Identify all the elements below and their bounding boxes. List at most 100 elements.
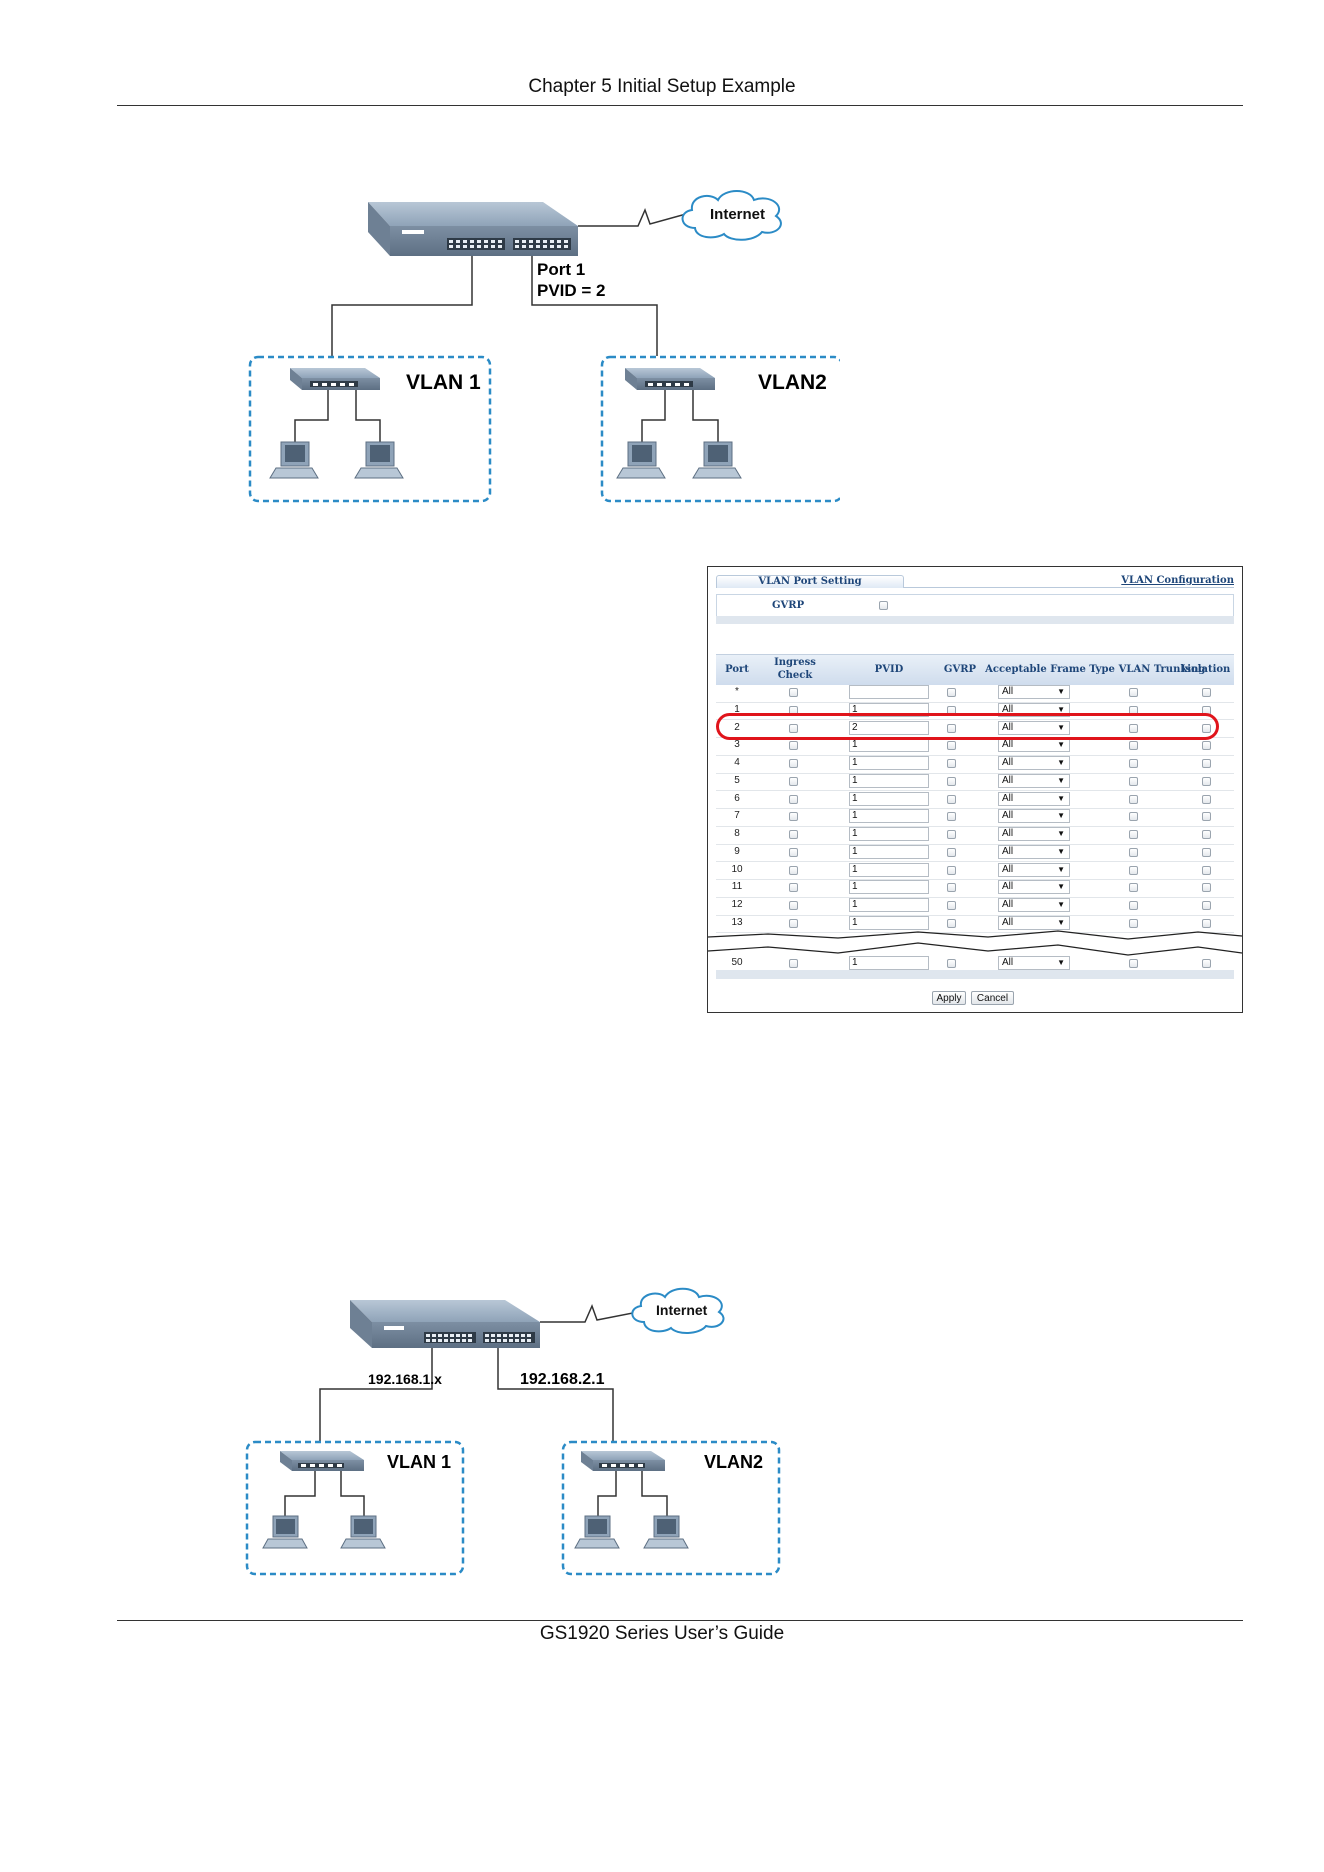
frame-type-select[interactable]: All▼ — [998, 756, 1070, 770]
gvrp-checkbox[interactable] — [947, 794, 956, 804]
dropdown-arrow-icon: ▼ — [1057, 882, 1065, 892]
frame-type-select[interactable]: All▼ — [998, 898, 1070, 912]
frame-type-select[interactable]: All▼ — [998, 791, 1070, 806]
pvid-input[interactable]: 1 — [849, 862, 929, 877]
isolation-checkbox[interactable] — [1202, 812, 1211, 822]
pvid-input[interactable]: 1 — [849, 880, 929, 895]
gvrp-checkbox[interactable] — [947, 865, 956, 875]
gvrp-checkbox[interactable] — [947, 847, 956, 857]
ingress-check-checkbox[interactable] — [789, 918, 798, 928]
frame-type-select[interactable]: All▼ — [998, 915, 1070, 930]
isolation-checkbox[interactable] — [1202, 847, 1211, 857]
ingress-check-checkbox[interactable] — [789, 688, 798, 697]
frame-type-select[interactable]: All▼ — [998, 956, 1070, 970]
pvid-input[interactable]: 1 — [849, 898, 929, 912]
vlan1-label: VLAN 1 — [406, 371, 481, 394]
vlan-configuration-link[interactable]: VLAN Configuration — [1121, 575, 1234, 586]
pvid-input[interactable]: 1 — [849, 844, 929, 859]
isolation-checkbox[interactable] — [1202, 688, 1211, 697]
pvid-input[interactable]: 1 — [849, 827, 929, 841]
tab-vlan-port-setting[interactable]: VLAN Port Setting — [716, 575, 904, 588]
vlan-trunking-checkbox[interactable] — [1129, 812, 1138, 822]
ingress-check-checkbox[interactable] — [789, 759, 798, 768]
gvrp-checkbox[interactable] — [947, 741, 956, 751]
link-vlan1 — [331, 256, 473, 356]
vlan-trunking-checkbox[interactable] — [1129, 759, 1138, 768]
vlan-trunking-checkbox[interactable] — [1129, 883, 1138, 893]
pvid-input[interactable]: 1 — [849, 756, 929, 770]
isolation-checkbox[interactable] — [1202, 741, 1211, 751]
isolation-checkbox[interactable] — [1202, 918, 1211, 928]
isolation-checkbox[interactable] — [1202, 865, 1211, 875]
gvrp-checkbox[interactable] — [947, 759, 956, 768]
gvrp-checkbox[interactable] — [947, 901, 956, 910]
gvrp-checkbox[interactable] — [947, 918, 956, 928]
vlan-trunking-checkbox[interactable] — [1129, 688, 1138, 697]
port-number: 13 — [731, 916, 743, 928]
col-frame-type: Acceptable Frame Type — [985, 664, 1115, 675]
ingress-check-checkbox[interactable] — [789, 723, 798, 733]
pvid-input[interactable]: 1 — [849, 809, 929, 824]
pvid-input[interactable]: 1 — [849, 773, 929, 788]
ingress-check-checkbox[interactable] — [789, 865, 798, 875]
vlan1-switch-icon — [290, 368, 380, 390]
frame-type-select[interactable]: All▼ — [998, 844, 1070, 859]
ingress-check-checkbox[interactable] — [789, 959, 798, 968]
apply-button[interactable]: Apply — [932, 991, 966, 1005]
frame-type-select[interactable]: All▼ — [998, 720, 1070, 735]
vlan-trunking-checkbox[interactable] — [1129, 830, 1138, 839]
ingress-check-checkbox[interactable] — [789, 901, 798, 910]
isolation-checkbox[interactable] — [1202, 959, 1211, 968]
pvid-input[interactable]: 1 — [849, 738, 929, 753]
vlan-trunking-checkbox[interactable] — [1129, 918, 1138, 928]
col-vlan-trunking: VLAN Trunking — [1118, 664, 1206, 675]
gvrp-checkbox[interactable] — [947, 883, 956, 893]
ingress-check-checkbox[interactable] — [789, 812, 798, 822]
pvid-input[interactable]: 2 — [849, 720, 929, 735]
frame-type-select[interactable]: All▼ — [998, 738, 1070, 753]
isolation-checkbox[interactable] — [1202, 776, 1211, 786]
gvrp-label: GVRP — [772, 600, 805, 611]
isolation-checkbox[interactable] — [1202, 883, 1211, 893]
ingress-check-checkbox[interactable] — [789, 830, 798, 839]
isolation-checkbox[interactable] — [1202, 794, 1211, 804]
ingress-check-checkbox[interactable] — [789, 741, 798, 751]
ingress-check-checkbox[interactable] — [789, 776, 798, 786]
ingress-check-checkbox[interactable] — [789, 847, 798, 857]
cancel-button[interactable]: Cancel — [971, 991, 1014, 1005]
gvrp-global-checkbox[interactable] — [879, 601, 888, 610]
frame-type-select[interactable]: All▼ — [998, 862, 1070, 877]
isolation-checkbox[interactable] — [1202, 759, 1211, 768]
frame-type-select[interactable]: All▼ — [998, 809, 1070, 824]
pvid-input[interactable]: 1 — [849, 915, 929, 930]
frame-type-select[interactable]: All▼ — [998, 880, 1070, 895]
gvrp-checkbox[interactable] — [947, 812, 956, 822]
isolation-checkbox[interactable] — [1202, 830, 1211, 839]
pvid-input[interactable]: 1 — [849, 791, 929, 806]
vlan-trunking-checkbox[interactable] — [1129, 847, 1138, 857]
gvrp-checkbox[interactable] — [947, 830, 956, 839]
frame-type-select[interactable]: All▼ — [998, 827, 1070, 841]
gvrp-checkbox[interactable] — [947, 959, 956, 968]
dropdown-arrow-icon: ▼ — [1057, 958, 1065, 967]
vlan-trunking-checkbox[interactable] — [1129, 794, 1138, 804]
vlan-trunking-checkbox[interactable] — [1129, 741, 1138, 751]
vlan-trunking-checkbox[interactable] — [1129, 959, 1138, 968]
vlan-trunking-checkbox[interactable] — [1129, 776, 1138, 786]
pvid-input[interactable]: 1 — [849, 956, 929, 970]
isolation-checkbox[interactable] — [1202, 901, 1211, 910]
vlan-trunking-checkbox[interactable] — [1129, 723, 1138, 733]
frame-type-select[interactable]: All▼ — [998, 685, 1070, 699]
vlan-trunking-checkbox[interactable] — [1129, 865, 1138, 875]
frame-type-select[interactable]: All▼ — [998, 773, 1070, 788]
ingress-check-checkbox[interactable] — [789, 794, 798, 804]
gvrp-checkbox[interactable] — [947, 688, 956, 697]
pvid-input[interactable] — [849, 685, 929, 699]
vlan-trunking-checkbox[interactable] — [1129, 901, 1138, 910]
gvrp-checkbox[interactable] — [947, 776, 956, 786]
gvrp-checkbox[interactable] — [947, 723, 956, 733]
port-number: 2 — [734, 721, 740, 733]
ingress-check-checkbox[interactable] — [789, 883, 798, 893]
port-label: Port 1 — [537, 260, 585, 279]
